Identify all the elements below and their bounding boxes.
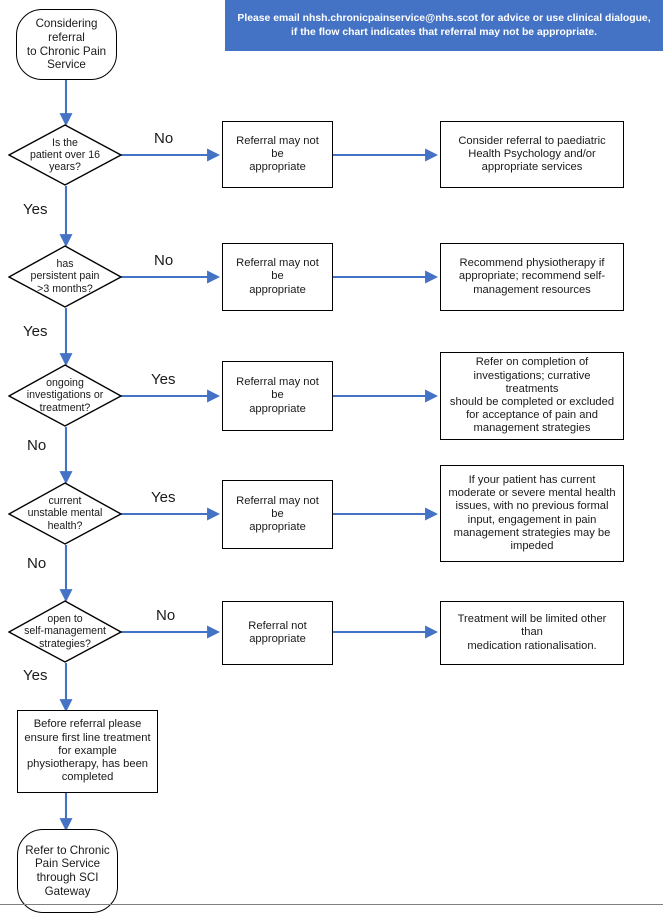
edge-label-d3-no: No	[27, 437, 46, 454]
node-consider-paediatric-referral[interactable]: Consider referral to paediatric Health P…	[440, 121, 624, 188]
node-decision-mental-health[interactable]: current unstable mental health?	[8, 482, 122, 545]
node-o3-label: Refer on completion of investigations; c…	[449, 356, 615, 435]
node-o4-label: If your patient has current moderate or …	[448, 473, 616, 552]
node-referral-may-not-be-appropriate-3[interactable]: Referral may not be appropriate	[222, 361, 333, 431]
node-p1-label: Referral may not be appropriate	[236, 134, 319, 174]
edge-label-d4-no-text: No	[27, 555, 47, 572]
node-p2-label: Referral may not be appropriate	[236, 257, 319, 296]
node-decision-age[interactable]: Is the patient over 16 years?	[8, 124, 122, 186]
node-decision-ongoing-investigations-label: ongoing investigations or treatment?	[26, 377, 104, 414]
node-end-label: Refer to Chronic Pain Service through SC…	[25, 843, 110, 898]
edge-label-d5-no: No	[156, 607, 175, 624]
edge-label-d5-yes: Yes	[23, 667, 47, 684]
node-o2-label: Recommend physiotherapy if appropriate; …	[458, 257, 606, 296]
node-recommend-physiotherapy[interactable]: Recommend physiotherapy if appropriate; …	[440, 243, 624, 311]
edge-label-d2-yes-text: Yes	[23, 323, 48, 340]
edge-label-d3-yes: Yes	[151, 371, 175, 388]
node-decision-ongoing-investigations[interactable]: ongoing investigations or treatment?	[8, 364, 122, 427]
node-decision-persistent-pain[interactable]: has persistent pain >3 months?	[8, 245, 122, 308]
edge-label-d4-yes: Yes	[151, 489, 175, 506]
node-start-label: Considering referral to Chronic Pain Ser…	[26, 17, 107, 72]
info-banner-text: Please email nhsh.chronicpainservice@nhs…	[237, 12, 651, 38]
edge-label-d2-no: No	[154, 252, 173, 269]
edge-label-d1-no-text: No	[154, 130, 174, 147]
edge-label-d3-yes-text: Yes	[151, 371, 176, 388]
diamond-shape-age	[8, 124, 122, 186]
edge-label-d2-yes: Yes	[23, 323, 47, 340]
node-mental-health-guidance[interactable]: If your patient has current moderate or …	[440, 465, 624, 562]
node-before-referral[interactable]: Before referral please ensure first line…	[17, 710, 158, 793]
edge-label-d3-no-text: No	[27, 437, 47, 454]
node-end-refer-sci-gateway[interactable]: Refer to Chronic Pain Service through SC…	[17, 829, 118, 913]
node-o5-label: Treatment will be limited other than med…	[457, 613, 607, 652]
edge-label-d1-no: No	[154, 130, 173, 147]
diamond-shape-persistent-pain	[8, 245, 122, 308]
edge-label-d2-no-text: No	[154, 252, 174, 269]
node-o1-label: Consider referral to paediatric Health P…	[458, 134, 606, 174]
diamond-shape-self-management	[8, 600, 122, 663]
diamond-shape-ongoing-investigations	[8, 364, 122, 427]
edge-label-d4-no: No	[27, 555, 46, 572]
node-referral-not-appropriate[interactable]: Referral not appropriate	[222, 601, 333, 665]
edge-label-d5-yes-text: Yes	[23, 667, 48, 684]
node-refer-on-completion[interactable]: Refer on completion of investigations; c…	[440, 352, 624, 440]
node-decision-age-label: Is the patient over 16 years?	[29, 136, 101, 174]
node-decision-self-management[interactable]: open to self-management strategies?	[8, 600, 122, 663]
bottom-divider	[0, 904, 663, 905]
diamond-shape-mental-health	[8, 482, 122, 545]
edge-label-d4-yes-text: Yes	[151, 489, 176, 506]
node-p4-label: Referral may not be appropriate	[236, 494, 319, 534]
node-p3-label: Referral may not be appropriate	[236, 376, 319, 415]
edge-label-d1-yes: Yes	[23, 201, 47, 218]
node-pre-label: Before referral please ensure first line…	[24, 718, 151, 784]
edge-label-d1-yes-text: Yes	[23, 201, 48, 218]
node-decision-mental-health-label: current unstable mental health?	[27, 495, 103, 532]
node-referral-may-not-be-appropriate-1[interactable]: Referral may not be appropriate	[222, 121, 333, 188]
node-referral-may-not-be-appropriate-4[interactable]: Referral may not be appropriate	[222, 480, 333, 549]
node-referral-may-not-be-appropriate-2[interactable]: Referral may not be appropriate	[222, 243, 333, 311]
node-start[interactable]: Considering referral to Chronic Pain Ser…	[16, 9, 117, 80]
edge-label-d5-no-text: No	[156, 607, 176, 624]
node-p5-label: Referral not appropriate	[248, 619, 307, 645]
info-banner: Please email nhsh.chronicpainservice@nhs…	[225, 0, 663, 51]
node-treatment-limited[interactable]: Treatment will be limited other than med…	[440, 601, 624, 665]
node-decision-persistent-pain-label: has persistent pain >3 months?	[30, 258, 100, 295]
node-decision-self-management-label: open to self-management strategies?	[24, 613, 106, 650]
